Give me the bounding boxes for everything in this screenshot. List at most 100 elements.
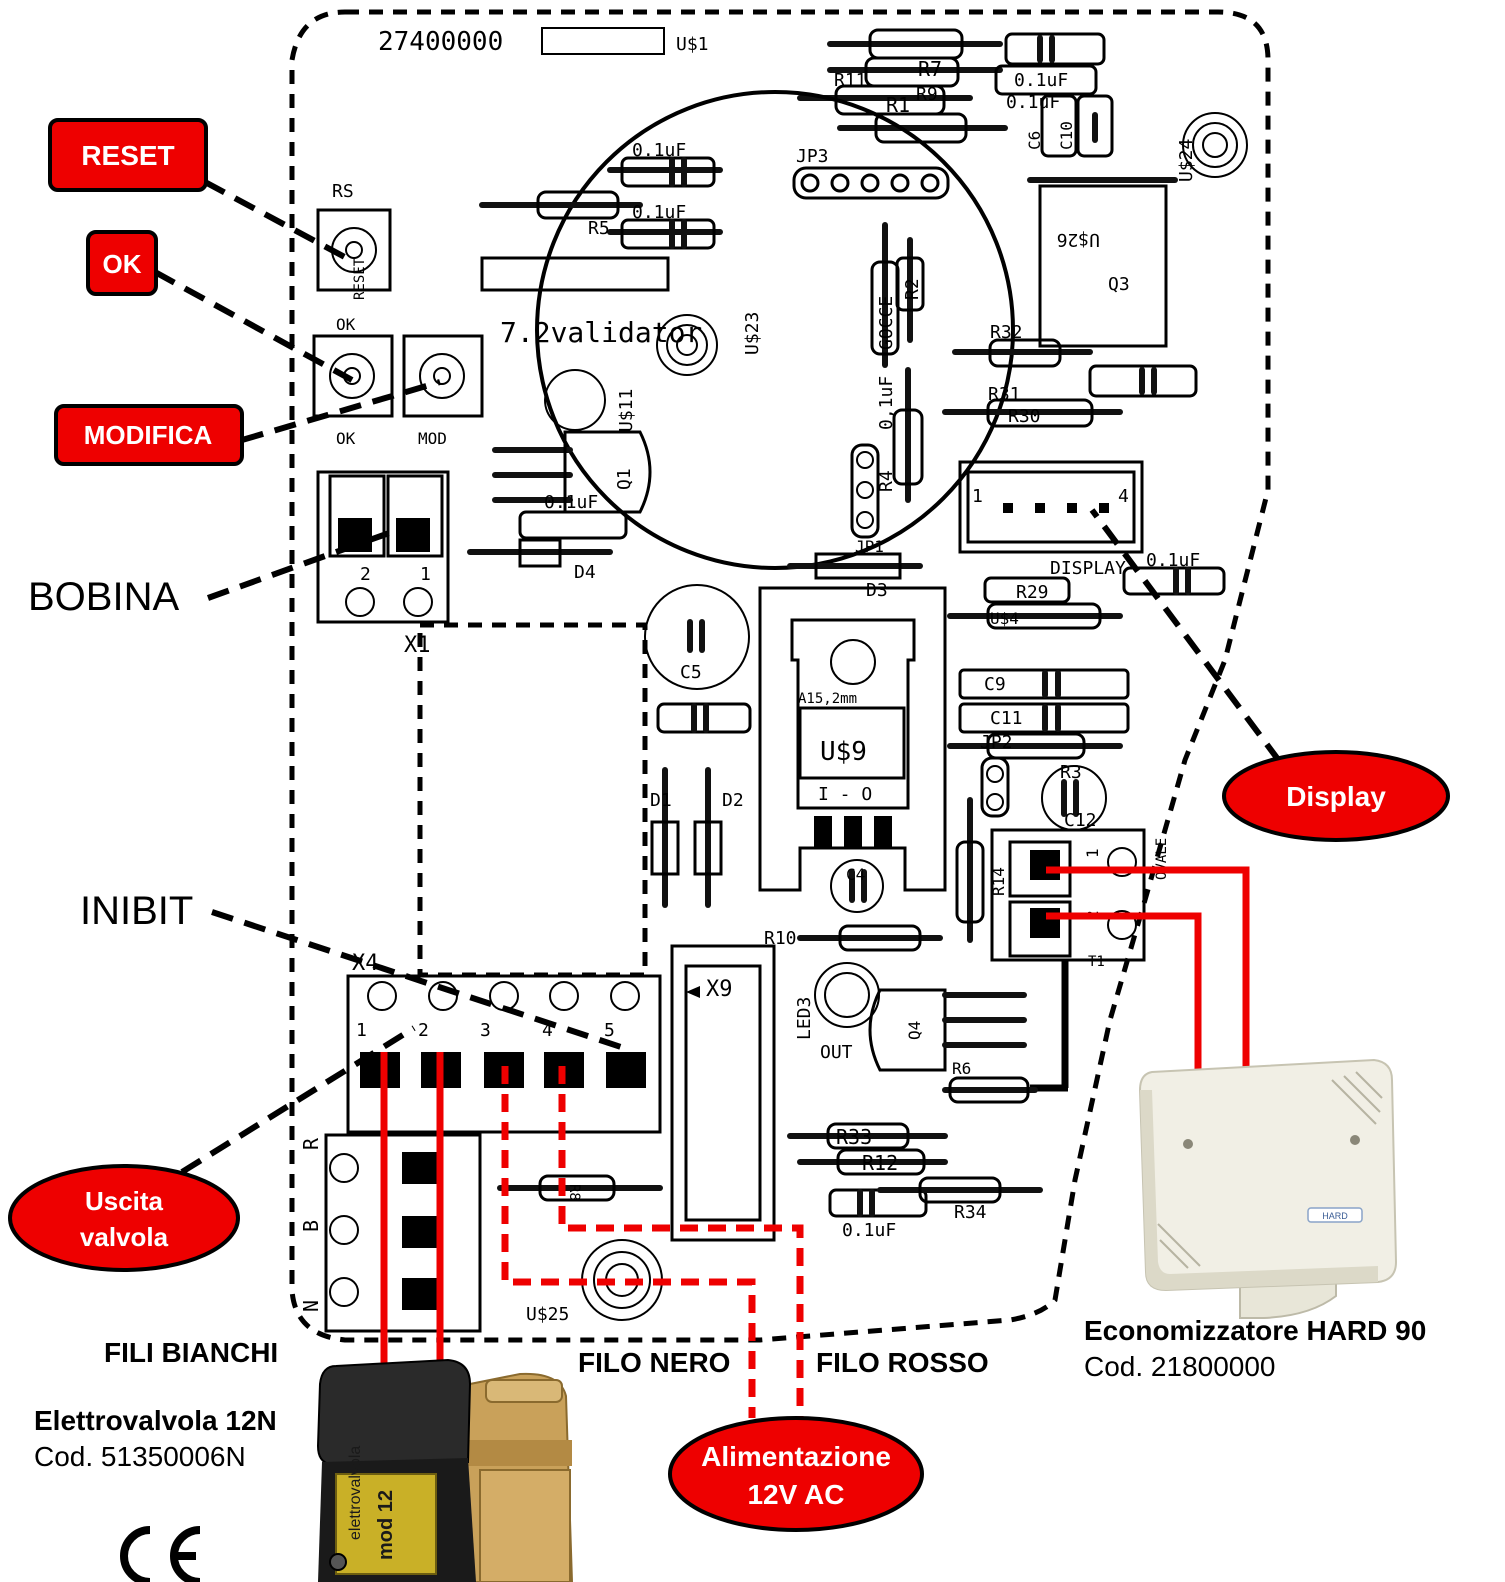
inibit-leader [211,909,625,1051]
ok-switch: OK OK [312,315,394,448]
led3-q4: LED3 OUT Q4 [794,960,1069,1092]
ok-callout: OK [86,230,158,296]
r3-label: R3 [1060,762,1082,783]
modifica-callout-text: MODIFICA [84,420,213,450]
r7-label: R7 [918,57,942,81]
filo-nero-label: FILO NERO [578,1347,730,1378]
display-connector: 1 4 DISPLAY 0.1uF [958,460,1226,596]
jp1-header: JP1 [850,443,884,556]
c5-capacitor: C5 [644,584,752,734]
us25-label: U$25 [526,1304,569,1325]
jp3-header: JP3 [792,146,950,200]
r2-label: R2 [902,278,923,300]
reset-callout-text: RESET [81,140,174,171]
elettrovalvola-code: Cod. 51350006N [34,1441,246,1472]
elettrovalvola-name: Elettrovalvola 12N [34,1405,277,1436]
cap-top-1: 0.1uF [1014,70,1068,91]
ok-callout-text: OK [103,249,142,279]
d3-label: D3 [866,580,888,601]
hard-badge: HARD [1322,1211,1348,1221]
x4-pin1: 1 [356,1020,367,1041]
economizer-wires [1046,866,1250,1070]
us1-label: U$1 [676,34,709,55]
r11-label: R11 [834,70,867,91]
modifica-leader [241,379,441,443]
board-code: 27400000 [378,27,503,57]
us24-sensor: U$24 [1176,112,1248,182]
cap-bottom: 0.1uF [842,1220,896,1241]
rbn-terminal: R B N [299,1133,482,1333]
x4-pin3: 3 [480,1020,491,1041]
reset-switch: RS RESET [316,181,392,300]
d1-d2: D1 D2 [650,767,744,908]
ok-leader [153,269,354,383]
r6-label: R6 [952,1059,971,1078]
cap-circle-1: 0.1uF [632,140,686,161]
display-leader [1089,508,1283,764]
b-letter: B [299,1220,323,1232]
r30-label: R30 [1008,406,1041,427]
ok-sw-bottom: OK [336,429,356,448]
r6: R6 [942,1059,1038,1104]
r9-label: R9 [916,84,938,105]
top-resistors: R7 R11 R9 R1 [797,28,1008,144]
uscita-leader [180,1025,416,1175]
r29-label: R29 [1016,582,1049,603]
a15-label: A15,2mm [798,691,857,707]
r12-label: R12 [862,1151,898,1175]
c9-label: C9 [984,674,1006,695]
t1-pin1: 1 [1083,848,1102,858]
q3-label: Q3 [1108,274,1130,295]
reset-leader [203,179,356,265]
c11-label: C11 [990,708,1023,729]
alimentazione-callout-line2: 12V AC [747,1479,844,1510]
r14-label: R14 [989,867,1008,896]
us11-q1: U$11 Q1 0.1uF D4 [467,369,652,583]
r32-r31-r30: R32 R31 R30 [942,322,1198,428]
r33-label: R33 [836,1125,872,1149]
io-label: I - O [818,784,872,805]
x9-connector: X9 [670,944,776,1242]
q3-module: U$26 Q3 [1027,177,1178,348]
fili-bianchi-label: FILI BIANCHI [104,1337,278,1368]
economizer-device: HARD [1138,1058,1398,1319]
bottom-resistors: R33 R12 0.1uF R34 R8 [497,1122,1043,1241]
d2-label: D2 [722,790,744,811]
ce-mark [120,1526,201,1582]
d4-label: D4 [574,562,596,583]
gocce-label: GOCCE [876,296,897,350]
x4-pin2: 2 [418,1020,429,1041]
reset-sw-label: RESET [352,257,368,300]
alimentazione-callout-line1: Alimentazione [701,1441,891,1472]
c4-label: C4 [846,865,865,884]
mod-switch: MOD [402,334,484,448]
c5-label: C5 [680,662,702,683]
filo-rosso-label: FILO ROSSO [816,1347,989,1378]
us26-label: U$26 [1057,229,1100,250]
x1-terminal: 2 1 X1 [316,470,450,658]
reset-callout: RESET [48,118,208,192]
ovale-label: OVALE [1154,838,1170,880]
t1-label: T1 [1088,954,1105,970]
r5-label: R5 [588,218,610,239]
disp-pin1: 1 [972,486,983,507]
x4-pin5: 5 [604,1020,615,1041]
power-wires [501,1066,804,1418]
valve-brand-text: elettrovalvola [347,1446,364,1540]
out-label: OUT [820,1042,853,1063]
us9-regulator: A15,2mm U$9 I - O [758,586,947,892]
display-conn-label: DISPLAY [1050,558,1126,579]
x9-label: X9 [706,977,733,1002]
right-middle-parts: R29 U$4 C9 C11 JP2 [947,576,1130,818]
x1-pin2: 2 [360,564,371,585]
r3-c12: R3 C12 [1041,762,1107,831]
transformer-area [417,622,648,978]
q1-label: Q1 [614,468,635,490]
board-code-box [541,27,665,55]
jp2-label: JP2 [980,732,1013,753]
jp1-label: JP1 [855,537,884,556]
uscita-callout-line1: Uscita [85,1186,164,1216]
economizzatore-name: Economizzatore HARD 90 [1084,1315,1426,1346]
disp-pin4: 4 [1118,486,1129,507]
